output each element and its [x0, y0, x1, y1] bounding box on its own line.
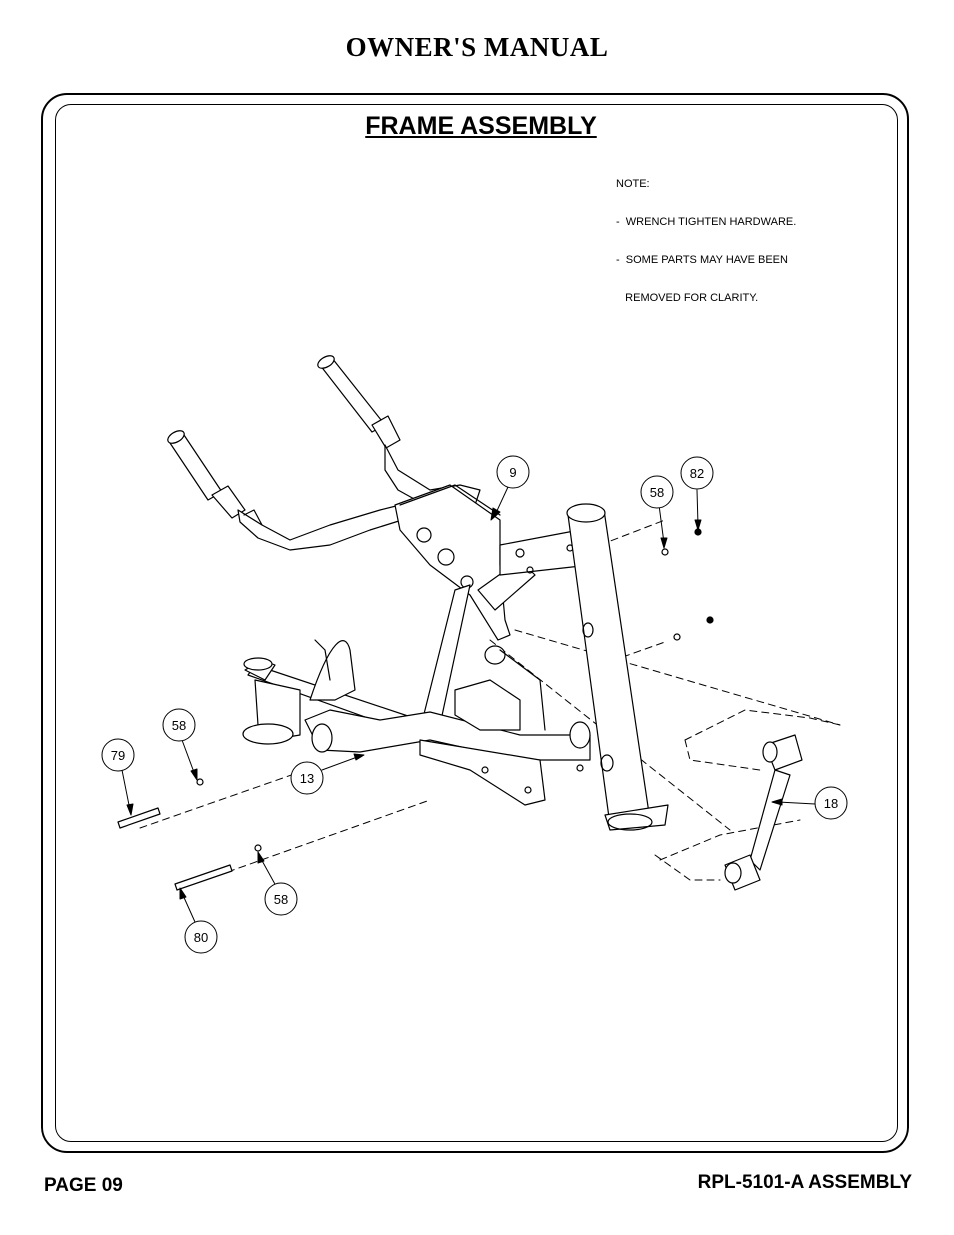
callout-circles: [101, 455, 848, 954]
callout-82: 82: [690, 466, 704, 481]
page-frame-outer: [41, 93, 909, 1153]
note-line: NOTE:: [616, 178, 650, 191]
callout-58-left: 58: [172, 718, 186, 733]
vertical-column: [566, 503, 669, 831]
page-number: PAGE 09: [44, 1175, 123, 1196]
center-tube: [421, 527, 591, 726]
callout-80: 80: [194, 930, 208, 945]
left-handle: [167, 430, 403, 551]
hardware: [117, 528, 714, 891]
right-handle: [317, 355, 481, 506]
callout-79: 79: [111, 748, 125, 763]
note-line: - WRENCH TIGHTEN HARDWARE.: [616, 215, 797, 228]
note-line: - SOME PARTS MAY HAVE BEEN: [616, 253, 788, 266]
callout-9: 9: [509, 465, 516, 480]
callout-13: 13: [300, 771, 314, 786]
callout-58-bottom: 58: [274, 892, 288, 907]
base-frame: [242, 639, 591, 806]
assembly-guide-lines: [139, 519, 841, 881]
document-id: RPL-5101-A ASSEMBLY: [697, 1172, 912, 1193]
manual-title: OWNER'S MANUAL: [345, 32, 609, 62]
section-title: FRAME ASSEMBLY: [365, 112, 597, 140]
callout-labels: 9 82 58 58 79 13 18 58 80: [111, 465, 838, 945]
bracket-18: [724, 734, 803, 891]
callout-18: 18: [824, 796, 838, 811]
callout-58-top: 58: [650, 485, 664, 500]
note-line: REMOVED FOR CLARITY.: [616, 291, 759, 304]
callout-leaders: [121, 486, 816, 923]
assembly-note: NOTE: - WRENCH TIGHTEN HARDWARE. - SOME …: [616, 153, 796, 317]
yoke-plate: [394, 484, 511, 641]
page-frame-inner: [55, 104, 898, 1142]
